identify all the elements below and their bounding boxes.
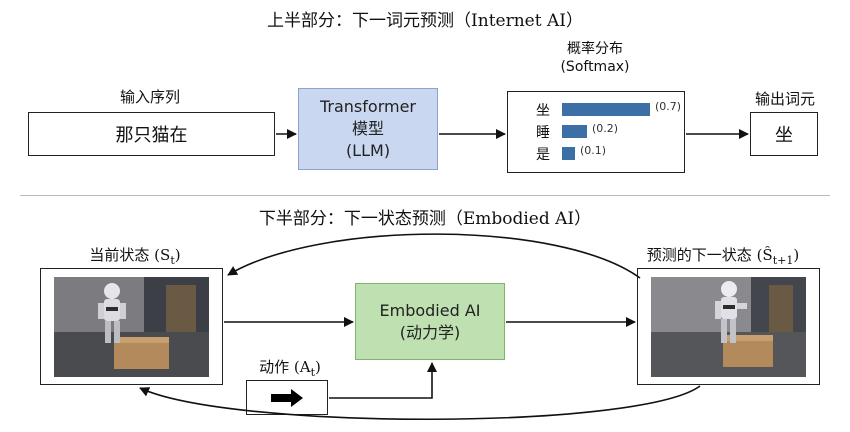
input-sequence-box: 那只猫在	[28, 112, 275, 156]
distribution-label: 概率分布 (Softmax)	[505, 40, 685, 76]
llm-model-box: Transformer 模型 (LLM)	[298, 88, 438, 170]
predicted-state-label-text: 预测的下一状态 (Ŝ	[646, 246, 773, 264]
output-token-text: 坐	[775, 125, 793, 146]
distribution-value: (0.7)	[655, 100, 682, 113]
top-section-title: 上半部分：下一词元预测（Internet AI）	[0, 6, 850, 31]
current-state-image	[54, 277, 209, 377]
top-title-text: 上半部分：下一词元预测（Internet AI）	[267, 11, 583, 31]
input-sequence-text: 那只猫在	[115, 125, 188, 146]
predicted-state-subscript: t+1	[772, 254, 794, 267]
action-box	[246, 380, 328, 415]
arrow-action-to-embodied	[329, 362, 437, 399]
action-subscript: t	[310, 366, 315, 379]
right-arrow-icon	[271, 389, 303, 407]
input-sequence-label: 输入序列	[119, 88, 180, 106]
bottom-section-title: 下半部分：下一状态预测（Embodied AI）	[0, 204, 850, 229]
distribution-bar	[562, 147, 575, 160]
robot-scene-image	[651, 277, 806, 377]
distribution-bar	[562, 125, 587, 138]
distribution-token: 坐	[536, 103, 550, 119]
distribution-label-line-2: (Softmax)	[560, 59, 630, 75]
distribution-value: (0.1)	[580, 144, 607, 157]
llm-model-line-1: Transformer	[319, 97, 416, 116]
llm-model-line-3: (LLM)	[345, 141, 391, 160]
distribution-row: 是 (0.1)	[508, 144, 684, 163]
distribution-row: 睡 (0.2)	[508, 122, 684, 141]
distribution-token: 睡	[536, 125, 550, 141]
action-close: )	[315, 358, 321, 376]
embodied-ai-line-1: Embodied AI	[379, 300, 481, 320]
predicted-state-close: )	[793, 246, 800, 264]
section-divider	[20, 195, 830, 196]
predicted-state-label: 预测的下一状态 (Ŝt+1)	[598, 244, 848, 267]
predicted-state-image	[651, 277, 806, 377]
embodied-ai-line-2: (动力学)	[399, 322, 461, 342]
current-state-close: )	[174, 246, 181, 264]
distribution-bar	[562, 103, 650, 116]
arrow-bottom-feedback	[139, 385, 701, 421]
distribution-label-line-1: 概率分布	[567, 41, 623, 57]
output-token-box: 坐	[750, 112, 818, 156]
distribution-box: 坐 (0.7) 睡 (0.2) 是 (0.1)	[507, 91, 685, 173]
current-state-subscript: t	[170, 254, 175, 267]
robot-scene-image	[54, 277, 209, 377]
bottom-title-text: 下半部分：下一状态预测（Embodied AI）	[258, 209, 592, 229]
llm-model-line-2: 模型	[351, 119, 384, 138]
distribution-token: 是	[536, 147, 550, 163]
action-label-text: 动作 (A	[259, 358, 311, 376]
arrow-top-feedback	[227, 233, 641, 279]
current-state-label: 当前状态 (St)	[40, 244, 230, 267]
distribution-row: 坐 (0.7)	[508, 100, 684, 119]
embodied-ai-box: Embodied AI (动力学)	[355, 283, 505, 360]
predicted-state-frame	[637, 268, 820, 385]
action-label: 动作 (At)	[240, 356, 340, 379]
output-token-label: 输出词元	[754, 90, 815, 108]
distribution-value: (0.2)	[592, 122, 619, 135]
current-state-frame	[40, 268, 223, 385]
current-state-label-text: 当前状态 (S	[89, 246, 171, 264]
